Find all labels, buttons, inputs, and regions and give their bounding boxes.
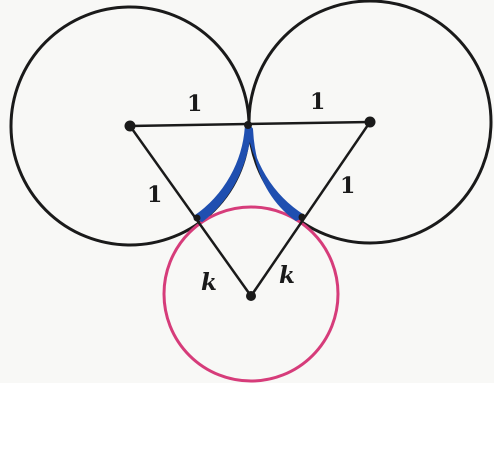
small-circle-k bbox=[162, 205, 340, 383]
triangle-right-side bbox=[249, 121, 372, 297]
label-top-right: 1 bbox=[310, 89, 325, 115]
left-tangent-point bbox=[193, 214, 201, 222]
label-k-left: k bbox=[201, 269, 217, 296]
label-k-right: k bbox=[279, 262, 295, 289]
label-side-left: 1 bbox=[147, 182, 162, 208]
right-tangent-point bbox=[298, 213, 306, 221]
triangle-left-side bbox=[128, 125, 253, 297]
bottom-centre-point bbox=[246, 291, 256, 301]
paper-background bbox=[0, 0, 494, 383]
right-centre-point bbox=[364, 116, 376, 128]
left-centre-point bbox=[124, 120, 136, 132]
label-top-left: 1 bbox=[187, 91, 202, 117]
label-side-right: 1 bbox=[340, 173, 355, 199]
right-highlight-arc bbox=[247, 123, 305, 221]
top-tangent-point bbox=[244, 121, 252, 129]
